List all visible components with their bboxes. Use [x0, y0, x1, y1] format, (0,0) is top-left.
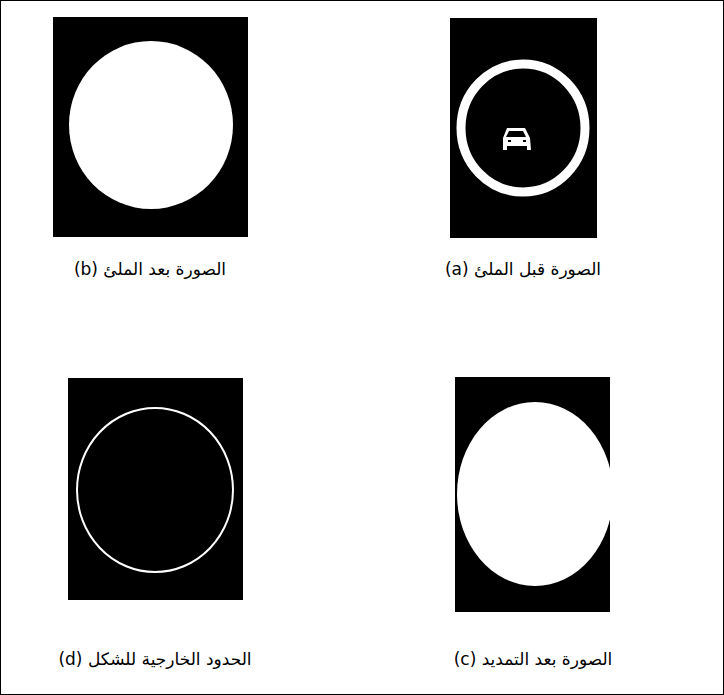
image-after-dilation [455, 377, 613, 612]
image-boundary [68, 378, 243, 600]
boundary-outline [77, 408, 233, 572]
image-ground [53, 17, 248, 237]
image-ground [68, 378, 243, 600]
figure-caption: (d) الحدود الخارجية للشكل [58, 648, 251, 670]
image-before-fill [450, 18, 597, 238]
image-after-fill [53, 17, 248, 237]
filled-disk [69, 41, 233, 209]
figure-caption: (a) الصورة قبل الملئ [445, 258, 601, 280]
figure-caption: (c) الصورة بعد التمديد [454, 648, 613, 670]
car-symbol [503, 128, 531, 150]
image-ground [450, 18, 597, 238]
dilated-disk [457, 402, 610, 586]
figure-caption: (b) الصورة بعد الملئ [74, 258, 226, 280]
ring-shape [461, 64, 585, 192]
